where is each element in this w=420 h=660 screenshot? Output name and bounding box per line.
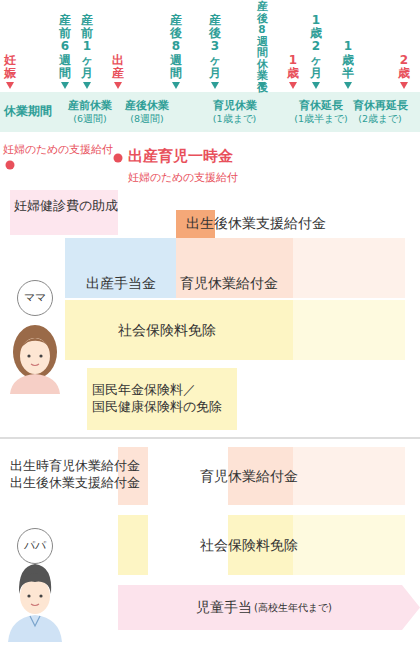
timeline-label: 産後8週間休業後 [257, 1, 268, 93]
benefit-box: 妊婦健診費の助成 [10, 190, 170, 235]
event-label: 妊婦のための支援給付 [3, 143, 113, 156]
node-text: 出産手当金 [86, 274, 156, 292]
node-text: 産前休業 [68, 99, 112, 113]
period-cell: 育児休業(1歳まで) [176, 92, 293, 132]
node-text: 出生後休業支援給付金 [10, 475, 140, 492]
node-text: (2歳まで) [358, 113, 401, 125]
node-text: (1歳まで) [213, 113, 256, 125]
node-text: 出生後休業支援給付金 [186, 215, 326, 233]
node-text: (高校生年代まで) [254, 601, 332, 614]
exemption-box: 国民年金保険料／ 国民健康保険料の免除 [87, 368, 237, 430]
node-text: 社会保険料免除 [118, 321, 216, 339]
timeline-label: 1歳 [287, 54, 299, 80]
allowance-arrow: 児童手当(高校生年代まで) [118, 585, 420, 630]
event-label: 出産育児一時金 [128, 148, 233, 165]
timeline-label: 1歳2ヶ月 [310, 14, 322, 80]
node-text: (1歳半まで) [294, 113, 347, 125]
divider-line [0, 438, 420, 439]
period-cell: 産後休業(8週間) [118, 92, 176, 132]
benefit-box: 育児休業給付金 [176, 238, 405, 298]
benefit-box: 出産手当金 [65, 238, 176, 298]
node-text: 国民年金保険料／ 国民健康保険料の免除 [92, 382, 233, 416]
role-circle: パパ [17, 528, 53, 564]
node-text: 育休再延長 [353, 99, 408, 113]
node-text: 児童手当 [196, 598, 252, 616]
period-cell: 育休延長(1歳半まで) [293, 92, 349, 132]
node-text: ママ [24, 291, 46, 305]
node-text: 育児休業 [213, 99, 257, 113]
role-circle: ママ [17, 280, 53, 316]
timeline-label: 1歳半 [342, 40, 354, 80]
event-dot [114, 154, 123, 163]
timeline-label: 産後8週間 [170, 14, 182, 80]
benefit-box: 育児休業給付金 [195, 447, 405, 505]
event-dot [6, 161, 15, 170]
node-text: (8週間) [130, 113, 163, 125]
period-cell: 産前休業(6週間) [62, 92, 118, 132]
papa-insurance-bar [118, 515, 148, 575]
exemption-box: 社会保険料免除 [195, 515, 405, 575]
node-text: 育児休業給付金 [180, 274, 278, 292]
mama-figure [10, 325, 60, 394]
timeline-label: 産前6週間 [59, 14, 71, 80]
timeline-label: 妊娠 [4, 54, 16, 80]
node-text: 社会保険料免除 [200, 536, 298, 554]
papa-figure [8, 564, 62, 642]
node-text: 育休延長 [299, 99, 343, 113]
node-text: 産後休業 [125, 99, 169, 113]
timeline-label: 産前1ヶ月 [81, 14, 93, 80]
event-label: 妊婦のための支援給付 [128, 171, 238, 184]
timeline-markers [6, 82, 408, 89]
benefit-box: 出生後休業支援給付金 [176, 210, 366, 238]
node-text: パパ [24, 539, 46, 553]
node-text: 育児休業給付金 [200, 467, 298, 485]
timeline-label: 産後3ヶ月 [209, 14, 221, 80]
node-text: 出生時育児休業給付金 [10, 458, 140, 475]
timeline-label: 出産 [112, 54, 124, 80]
period-band: 休業期間産前休業(6週間)産後休業(8週間)育児休業(1歳まで)育休延長(1歳半… [0, 92, 420, 132]
exemption-box: 社会保険料免除 [65, 300, 405, 360]
node-text: (6週間) [73, 113, 106, 125]
timeline-label: 2歳 [398, 54, 410, 80]
node-text: 休業期間 [4, 104, 52, 120]
node-text: 妊婦健診費の助成 [14, 198, 118, 215]
benefit-box: 出生時育児休業給付金出生後休業支援給付金 [8, 451, 186, 499]
period-cell: 育休再延長(2歳まで) [349, 92, 411, 132]
